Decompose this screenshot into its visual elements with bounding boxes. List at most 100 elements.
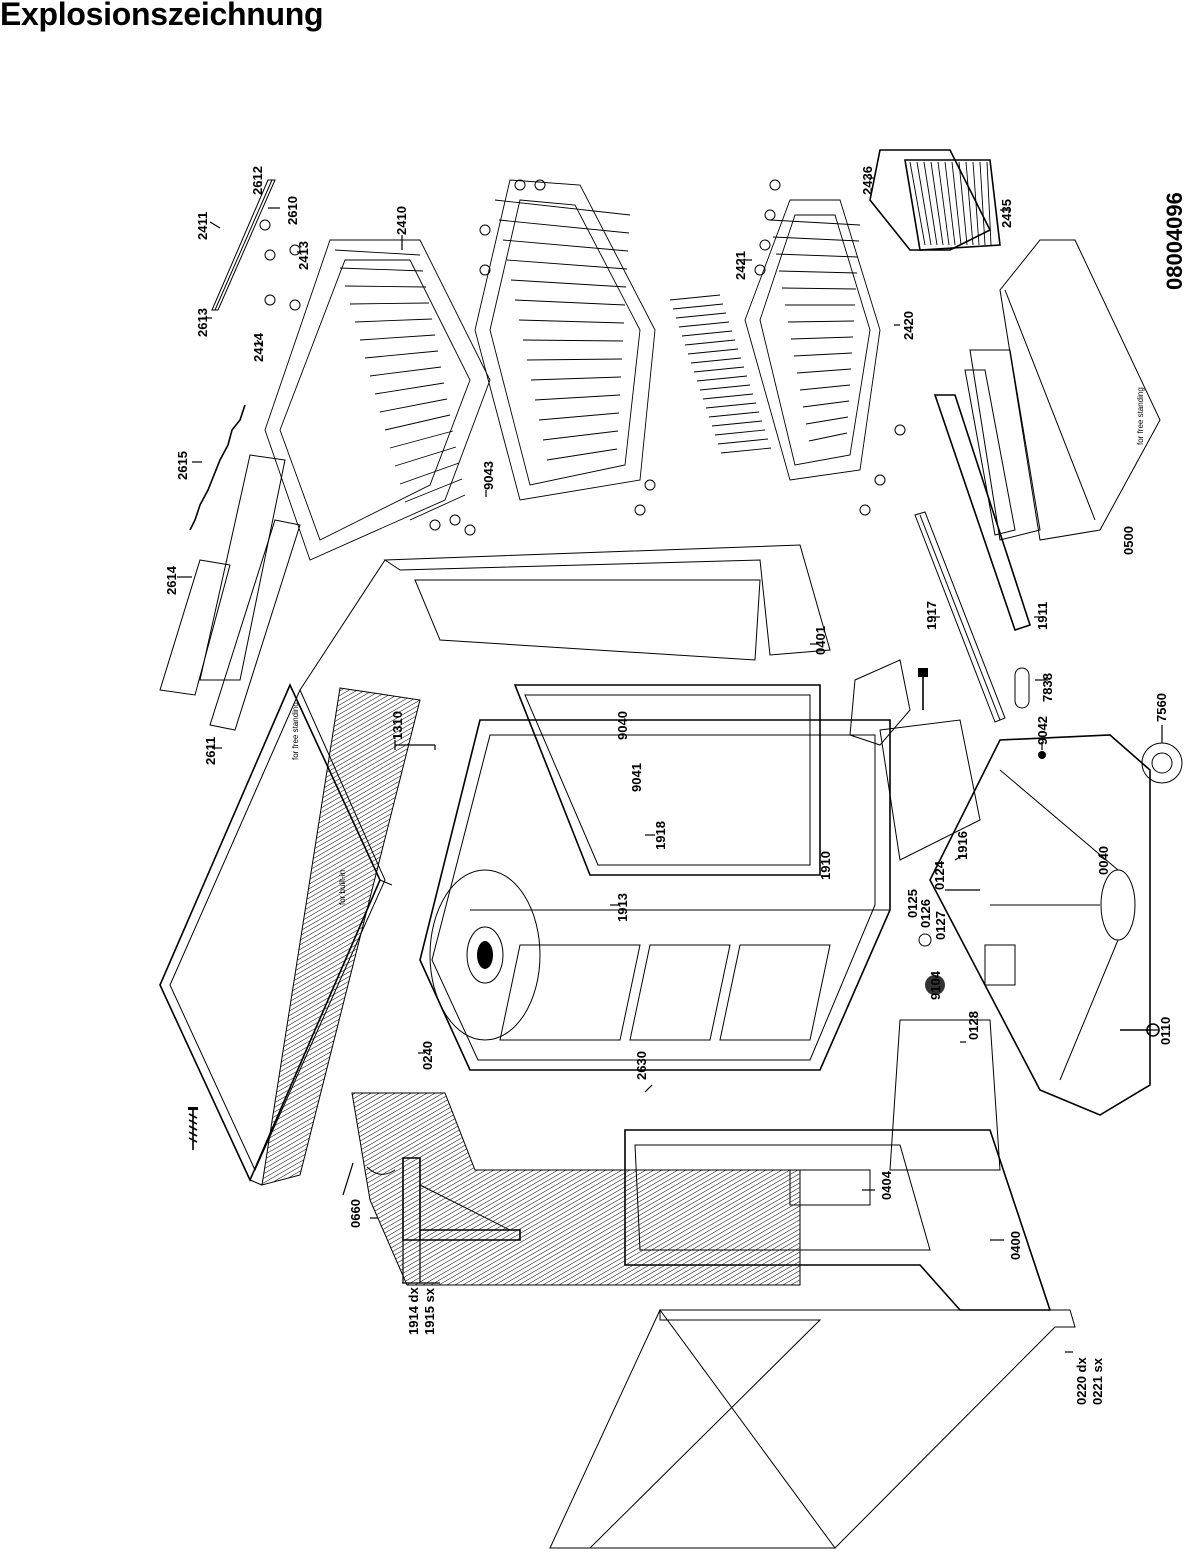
- basket-wire: [972, 161, 980, 246]
- part-2414-label: 2414: [251, 332, 266, 362]
- middle-rack-wire: [510, 279, 627, 288]
- upper-rack-wire: [344, 285, 427, 288]
- middle-rack-wire: [534, 394, 621, 401]
- part-0127-label: 0127: [933, 911, 948, 940]
- part-0124-label: 0124: [932, 860, 947, 890]
- tine-wire: [717, 438, 769, 445]
- middle-rack-wire: [518, 319, 625, 324]
- rack-rail-2615: [189, 404, 246, 531]
- part-2611-label: 2611: [203, 737, 218, 765]
- part-2436-label: 2436: [860, 166, 875, 195]
- part-9041-label: 9041: [629, 763, 644, 792]
- door-panel: [549, 1309, 1076, 1549]
- tine-row: [669, 294, 772, 454]
- tine-wire: [669, 294, 721, 301]
- part-1911-label: 1911: [1035, 602, 1050, 630]
- page-title: Explosionszeichnung: [0, 0, 324, 32]
- back-insulation-panel: [351, 1092, 801, 1286]
- part-0500-label: 0500: [1121, 526, 1136, 555]
- leader-lines: [177, 177, 1163, 1353]
- middle-rack-wire: [526, 358, 623, 361]
- part-0404-block: [789, 1169, 871, 1206]
- wheel-icon: [514, 179, 526, 191]
- part-2421-label: 2421: [733, 251, 748, 280]
- base-plate: [929, 734, 1151, 1116]
- upper-rack: [264, 239, 491, 561]
- part-2435-label: 2435: [999, 199, 1014, 228]
- sump-assembly: [879, 719, 1016, 1171]
- upper-rack-wire: [364, 350, 439, 359]
- lower-rack-wire: [790, 336, 854, 340]
- wheel-icon: [759, 239, 771, 251]
- part-1915-sx-label: 1915 sx: [422, 1287, 437, 1335]
- basket-wire: [930, 161, 944, 246]
- rack-wheels: [259, 179, 906, 536]
- bolt-0110: [1120, 1023, 1160, 1037]
- wheel-icon: [754, 264, 766, 276]
- basket-wire: [909, 161, 926, 246]
- basket-wire: [937, 161, 950, 246]
- rail-1911: [933, 394, 1032, 632]
- wheel-icon: [534, 179, 546, 191]
- part-7838-label: 7838: [1040, 673, 1055, 702]
- middle-rack-wire: [498, 219, 630, 234]
- wheel-icon: [464, 524, 476, 536]
- part-1914-dx-label: 1914 dx: [406, 1287, 421, 1335]
- document-number: 08004096: [1162, 192, 1187, 290]
- lower-rack-wire: [772, 236, 860, 242]
- wheel-icon: [769, 179, 781, 191]
- lower-rack-wire: [802, 400, 850, 408]
- upper-rack-wire: [359, 334, 436, 341]
- upper-rack-wire: [404, 478, 463, 503]
- fan-7560: [1141, 742, 1183, 784]
- rack-rail-2610: [211, 179, 276, 311]
- basket-wire: [958, 161, 968, 246]
- upper-rack-wire: [354, 318, 433, 323]
- tine-wire: [705, 402, 757, 409]
- wheel-icon: [289, 299, 301, 311]
- note-for-built-in: for built-in: [338, 870, 347, 905]
- wheel-icon: [289, 244, 301, 256]
- part-0125-label: 0125: [905, 889, 920, 918]
- upper-rack-wire: [369, 366, 442, 377]
- part-1310-label: 1310: [390, 711, 405, 740]
- lower-rack-wire: [805, 416, 849, 425]
- tine-wire: [675, 312, 727, 319]
- part-9042-label: 9042: [1035, 716, 1050, 745]
- middle-rack-wire: [538, 412, 620, 421]
- middle-rack-wire: [546, 448, 618, 461]
- middle-rack-wire: [502, 239, 629, 252]
- note-for-free-standing-top: for free standing: [291, 702, 300, 760]
- upper-rack-wire: [394, 446, 457, 467]
- tine-wire: [693, 366, 745, 373]
- lower-rack-wire: [793, 352, 853, 357]
- basket-wire: [979, 161, 986, 246]
- lower-rack-wire: [808, 432, 848, 442]
- wheel-icon: [874, 474, 886, 486]
- insulation-strip: [261, 687, 421, 1186]
- wheel-icon: [479, 224, 491, 236]
- part-1913-label: 1913: [615, 893, 630, 922]
- tine-wire: [711, 420, 763, 427]
- part-0126-label: 0126: [918, 899, 933, 928]
- part-0221-sx-label: 0221 sx: [1090, 1357, 1105, 1405]
- middle-rack-wire: [522, 339, 624, 342]
- tine-wire: [699, 384, 751, 391]
- part-2411-label: 2411: [195, 212, 210, 240]
- rack-support-2614: [159, 454, 286, 696]
- wheel-icon: [634, 504, 646, 516]
- screw-icon: [188, 1107, 198, 1150]
- part-2630-label: 2630: [634, 1051, 649, 1080]
- part-1917-label: 1917: [924, 601, 939, 630]
- tine-wire: [696, 375, 748, 382]
- upper-rack-wire: [389, 430, 454, 449]
- wheel-icon: [259, 219, 271, 231]
- lower-rack-wire: [778, 270, 858, 274]
- lower-rack-wire: [769, 219, 861, 226]
- dishwasher-tub: [419, 684, 891, 1071]
- part-0400-label: 0400: [1008, 1231, 1023, 1260]
- part-0401-label: 0401: [813, 626, 828, 655]
- bracket-1916: [849, 659, 911, 746]
- part-0110-label: 0110: [1158, 1017, 1173, 1045]
- part-9040-label: 9040: [615, 711, 630, 740]
